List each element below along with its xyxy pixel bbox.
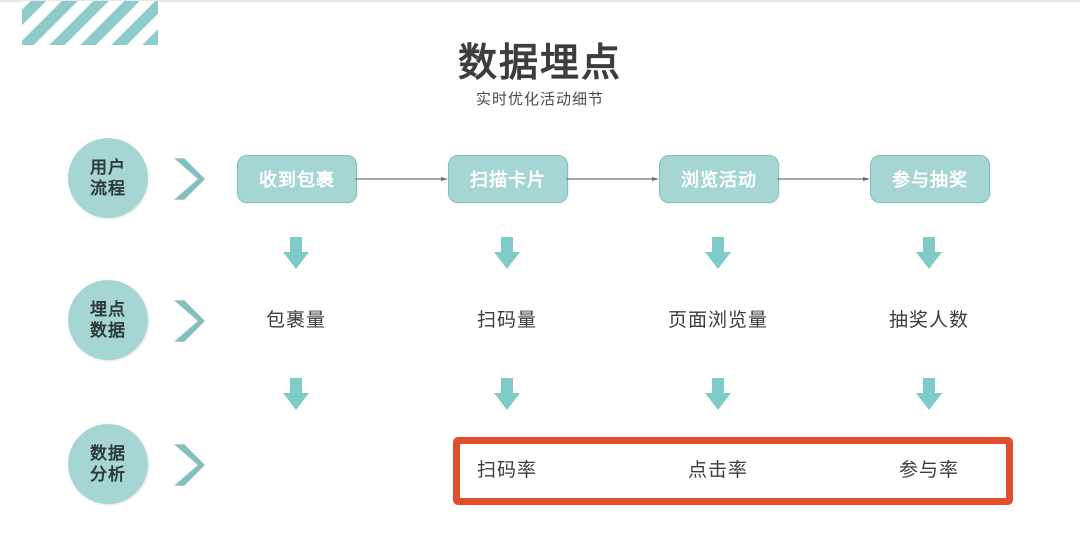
arrow-down-icon — [494, 378, 520, 410]
row-badge-line1: 埋点 — [90, 300, 126, 319]
chevron-right-icon — [173, 444, 206, 486]
metric-label: 包裹量 — [265, 310, 326, 331]
flow-step-box[interactable]: 参与抽奖 — [870, 155, 990, 203]
arrow-down-icon — [283, 237, 309, 269]
row-badge-line2: 分析 — [90, 465, 126, 484]
row-badge-tracking-data: 埋点 数据 — [68, 280, 148, 360]
arrow-right-connector-icon — [566, 177, 659, 181]
metric-label: 扫码量 — [476, 310, 537, 331]
rate-label: 点击率 — [687, 460, 748, 481]
metric-label: 抽奖人数 — [888, 310, 969, 331]
chevron-right-icon — [173, 300, 206, 342]
arrow-right-connector-icon — [777, 177, 870, 181]
row-badge-line2: 数据 — [90, 321, 126, 340]
arrow-down-icon — [705, 378, 731, 410]
row-badge-line1: 数据 — [90, 444, 126, 463]
row-badge-data-analysis: 数据 分析 — [68, 424, 148, 504]
page-subtitle: 实时优化活动细节 — [475, 91, 604, 108]
arrow-down-icon — [916, 378, 942, 410]
row-badge-line1: 用户 — [90, 158, 126, 177]
arrow-down-icon — [916, 237, 942, 269]
metric-label: 页面浏览量 — [667, 310, 768, 331]
arrow-right-connector-icon — [355, 177, 448, 181]
row-badge-user-flow: 用户 流程 — [68, 138, 148, 218]
analysis-callout-box — [453, 437, 1013, 505]
chevron-right-icon — [173, 158, 206, 200]
flow-step-box[interactable]: 扫描卡片 — [448, 155, 568, 203]
arrow-down-icon — [705, 237, 731, 269]
rate-label: 参与率 — [898, 460, 959, 481]
top-divider — [0, 0, 1080, 2]
arrow-down-icon — [283, 378, 309, 410]
page-title: 数据埋点 — [457, 42, 622, 85]
arrow-down-icon — [494, 237, 520, 269]
flow-step-box[interactable]: 浏览活动 — [659, 155, 779, 203]
diagonal-stripes-decoration — [22, 1, 158, 45]
flow-step-box[interactable]: 收到包裹 — [237, 155, 357, 203]
rate-label: 扫码率 — [476, 460, 537, 481]
row-badge-line2: 流程 — [90, 179, 126, 198]
